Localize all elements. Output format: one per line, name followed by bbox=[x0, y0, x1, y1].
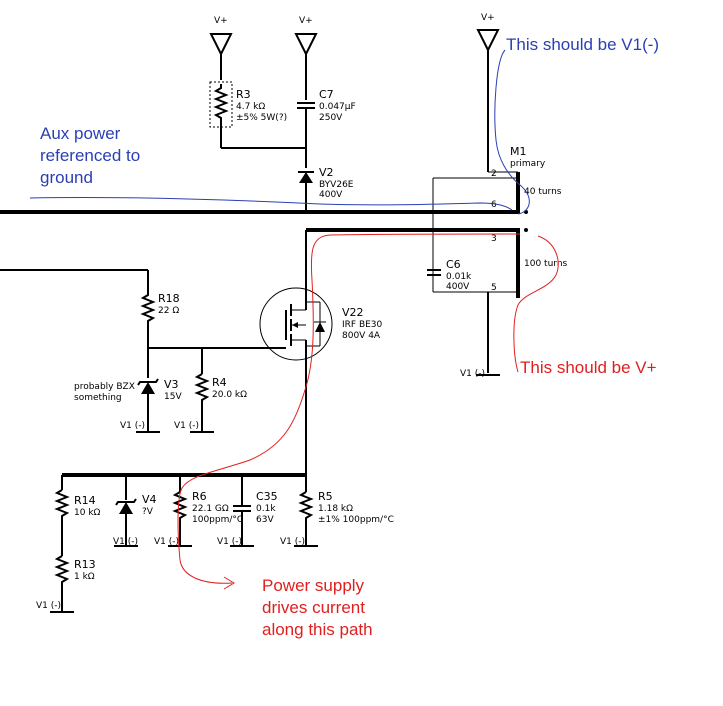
capacitor-c6: C6 0.01k 400V bbox=[427, 178, 472, 292]
annotation-aux-line1: Aux power bbox=[40, 124, 121, 143]
vplus-symbol-center: V+ bbox=[294, 16, 318, 100]
r13-ref: R13 bbox=[74, 558, 96, 571]
capacitor-c7: C7 0.047µF 250V bbox=[297, 88, 356, 168]
v22-value: IRF BE30 bbox=[342, 320, 383, 330]
m1-value: primary bbox=[510, 159, 546, 169]
annotation-path-line2: drives current bbox=[262, 598, 365, 617]
annotation-v-plus-text: This should be V+ bbox=[520, 358, 657, 377]
v3-ref: V3 bbox=[164, 378, 179, 391]
m1-pin6: 6 bbox=[491, 200, 497, 210]
resistor-r4: R4 20.0 kΩ V1 (-) bbox=[174, 348, 247, 433]
v1-minus-label: V1 (-) bbox=[217, 537, 242, 547]
resistor-r5: R5 1.18 kΩ ±1% 100ppm/°C V1 (-) bbox=[280, 475, 394, 547]
r5-value: 1.18 kΩ bbox=[318, 504, 353, 514]
c35-spec: 63V bbox=[256, 515, 274, 525]
annotation-aux-power: Aux power referenced to ground bbox=[29, 124, 513, 211]
v2-ref: V2 bbox=[319, 166, 334, 179]
c6-value: 0.01k bbox=[446, 272, 472, 282]
v1-minus-label: V1 (-) bbox=[154, 537, 179, 547]
r5-spec: ±1% 100ppm/°C bbox=[318, 515, 394, 525]
c6-ref: C6 bbox=[446, 258, 461, 271]
m1-pin3: 3 bbox=[491, 234, 497, 244]
annotation-path-line1: Power supply bbox=[262, 576, 365, 595]
r6-ref: R6 bbox=[192, 490, 207, 503]
annotation-current-path: Power supply drives current along this p… bbox=[177, 233, 521, 639]
capacitor-c35: C35 0.1k 63V V1 (-) bbox=[217, 475, 278, 547]
r3-spec: ±5% 5W(?) bbox=[236, 113, 287, 123]
v1-minus-label: V1 (-) bbox=[113, 537, 138, 547]
v3-value: 15V bbox=[164, 392, 182, 402]
vplus-symbol-left: V+ bbox=[209, 16, 233, 80]
r14-ref: R14 bbox=[74, 494, 96, 507]
r13-value: 1 kΩ bbox=[74, 572, 95, 582]
v4-value: ?V bbox=[142, 507, 154, 517]
c7-spec: 250V bbox=[319, 113, 343, 123]
mosfet-v22: V22 IRF BE30 800V 4A bbox=[259, 287, 383, 475]
m1-ref: M1 bbox=[510, 145, 527, 158]
vplus-label: V+ bbox=[299, 16, 313, 26]
m1-pin5: 5 bbox=[491, 283, 497, 293]
c7-ref: C7 bbox=[319, 88, 334, 101]
r6-spec: 100ppm/°C bbox=[192, 515, 243, 525]
r14-value: 10 kΩ bbox=[74, 508, 101, 518]
v1-minus-label: V1 (-) bbox=[280, 537, 305, 547]
r6-value: 22.1 GΩ bbox=[192, 504, 229, 514]
ground-transformer: V1 (-) bbox=[460, 369, 500, 379]
zener-v4: V4 ?V V1 (-) bbox=[113, 475, 157, 547]
m1-turns-primary: 40 turns bbox=[524, 187, 562, 197]
m1-pin2: 2 bbox=[491, 169, 497, 179]
annotation-path-line3: along this path bbox=[262, 620, 373, 639]
transformer-m1: M1 primary 40 turns 100 turns 2 6 3 5 bbox=[432, 145, 568, 373]
v1-minus-label: V1 (-) bbox=[460, 369, 485, 379]
r3-ref: R3 bbox=[236, 88, 251, 101]
annotation-v1-minus-text: This should be V1(-) bbox=[506, 35, 659, 54]
r5-ref: R5 bbox=[318, 490, 333, 503]
c35-ref: C35 bbox=[256, 490, 278, 503]
v2-value: BYV26E bbox=[319, 180, 354, 190]
v22-spec: 800V 4A bbox=[342, 331, 381, 341]
annotation-v1-minus: This should be V1(-) bbox=[494, 35, 659, 215]
v22-ref: V22 bbox=[342, 306, 364, 319]
annotation-v-plus: This should be V+ bbox=[513, 235, 657, 377]
r3-value: 4.7 kΩ bbox=[236, 102, 265, 112]
resistor-r6: R6 22.1 GΩ 100ppm/°C V1 (-) bbox=[154, 475, 243, 547]
m1-turns-secondary: 100 turns bbox=[524, 259, 568, 269]
r4-ref: R4 bbox=[212, 376, 227, 389]
resistor-r18: R18 22 Ω bbox=[140, 290, 180, 348]
c7-value: 0.047µF bbox=[319, 102, 356, 112]
vplus-label: V+ bbox=[481, 13, 495, 23]
v1-minus-label: V1 (-) bbox=[120, 421, 145, 431]
vplus-symbol-right: V+ bbox=[476, 13, 500, 172]
resistor-r13: R13 1 kΩ V1 (-) bbox=[36, 555, 96, 613]
annotation-aux-line2: referenced to bbox=[40, 146, 140, 165]
diode-v2: V2 BYV26E 400V bbox=[298, 166, 354, 200]
c35-value: 0.1k bbox=[256, 504, 276, 514]
r18-ref: R18 bbox=[158, 292, 180, 305]
resistor-r3: R3 4.7 kΩ ±5% 5W(?) bbox=[209, 81, 287, 148]
resistor-r14: R14 10 kΩ bbox=[54, 475, 101, 556]
v2-spec: 400V bbox=[319, 190, 343, 200]
v3-note-line2: something bbox=[74, 393, 122, 403]
annotation-aux-line3: ground bbox=[40, 168, 93, 187]
r18-value: 22 Ω bbox=[158, 306, 179, 316]
vplus-label: V+ bbox=[214, 16, 228, 26]
c6-spec: 400V bbox=[446, 282, 470, 292]
r4-value: 20.0 kΩ bbox=[212, 390, 247, 400]
v3-note-line1: probably BZX bbox=[74, 382, 135, 392]
v1-minus-label: V1 (-) bbox=[174, 421, 199, 431]
zener-v3: V3 15V probably BZX something V1 (-) bbox=[74, 348, 182, 433]
v4-ref: V4 bbox=[142, 493, 157, 506]
v1-minus-label: V1 (-) bbox=[36, 601, 61, 611]
